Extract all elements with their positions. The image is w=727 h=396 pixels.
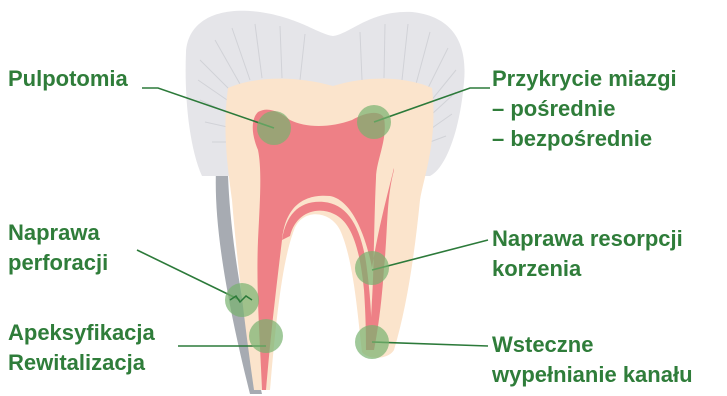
label-przykrycie-title: Przykrycie miazgi (492, 64, 677, 94)
label-apeksyfikacja: Apeksyfikacja Rewitalizacja (8, 318, 155, 378)
marker-resorpcji (355, 251, 389, 285)
label-wsteczne-line2: wypełnianie kanału (492, 360, 693, 390)
label-wsteczne: Wsteczne wypełnianie kanału (492, 330, 693, 390)
label-wsteczne-line1: Wsteczne (492, 330, 693, 360)
label-pulpotomia: Pulpotomia (8, 64, 128, 94)
label-naprawa-resorpcji: Naprawa resorpcji korzenia (492, 224, 683, 284)
label-naprawa-perforacji-line2: perforacji (8, 248, 108, 278)
label-pulpotomia-text: Pulpotomia (8, 64, 128, 94)
label-apeksyfikacja-line1: Apeksyfikacja (8, 318, 155, 348)
label-naprawa-resorpcji-line1: Naprawa resorpcji (492, 224, 683, 254)
label-naprawa-perforacji: Naprawa perforacji (8, 218, 108, 278)
label-naprawa-perforacji-line1: Naprawa (8, 218, 108, 248)
label-apeksyfikacja-line2: Rewitalizacja (8, 348, 155, 378)
marker-apeksyfikacja (249, 319, 283, 353)
label-przykrycie-line2: – bezpośrednie (492, 124, 677, 154)
marker-pulpotomia (257, 111, 291, 145)
label-przykrycie: Przykrycie miazgi – pośrednie – bezpośre… (492, 64, 677, 154)
marker-wsteczne (355, 325, 389, 359)
label-przykrycie-line1: – pośrednie (492, 94, 677, 124)
marker-przykrycie (357, 105, 391, 139)
label-naprawa-resorpcji-line2: korzenia (492, 254, 683, 284)
